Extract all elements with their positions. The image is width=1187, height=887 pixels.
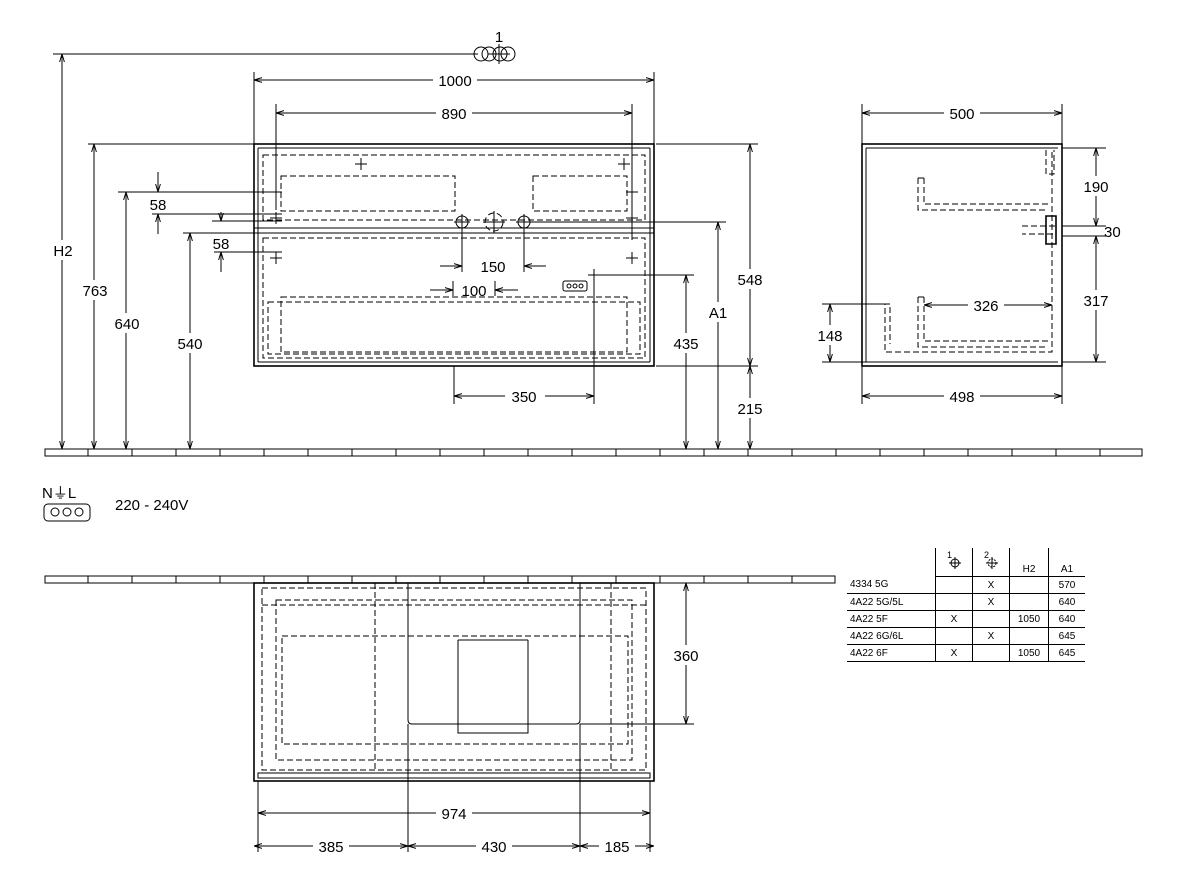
header-a1: A1	[1048, 548, 1085, 577]
connection-1-icon: 1	[947, 550, 961, 569]
table-row: 4A22 5F X 1050 640	[847, 610, 1085, 628]
top-cabinet	[253, 582, 655, 806]
dim-548: 548	[737, 272, 762, 289]
dim-435: 435	[673, 336, 698, 353]
marker-1-symbol: 1	[473, 29, 516, 64]
row-model: 4A22 5F	[847, 610, 936, 628]
row-c2	[972, 610, 1010, 628]
row-h2: 1050	[1009, 644, 1049, 662]
side-cabinet	[861, 143, 1063, 367]
row-c2: X	[972, 593, 1010, 611]
row-c1	[935, 576, 973, 594]
row-a1: 645	[1048, 627, 1085, 645]
header-connection-1: 1	[935, 548, 973, 577]
dim-350: 350	[511, 389, 536, 406]
connection-2-icon: 2	[984, 550, 998, 569]
row-c1: X	[935, 644, 973, 662]
dim-974: 974	[441, 806, 466, 823]
water-connection-icons	[454, 211, 532, 233]
socket-icon	[562, 280, 588, 292]
spec-table-header: 1 2 H2 A1	[847, 548, 1085, 577]
marker-1-label: 1	[495, 29, 503, 46]
dim-1000: 1000	[438, 73, 471, 90]
table-row: 4334 5G X 570	[847, 576, 1085, 594]
table-row: 4A22 6F X 1050 645	[847, 644, 1085, 662]
electrical-symbol: N⏚L 220 - 240V	[42, 485, 188, 522]
dim-540: 540	[177, 336, 202, 353]
side-dimensions: 500 498 190 30 317 148 326	[815, 104, 1121, 406]
dim-215: 215	[737, 401, 762, 418]
svg-text:1: 1	[947, 550, 952, 560]
dim-890: 890	[441, 106, 466, 123]
dim-148: 148	[817, 328, 842, 345]
dim-498: 498	[949, 389, 974, 406]
dim-640: 640	[114, 316, 139, 333]
dim-a1: A1	[709, 305, 727, 322]
dim-185: 185	[604, 839, 629, 856]
dim-500: 500	[949, 106, 974, 123]
row-h2	[1009, 593, 1049, 611]
row-h2	[1009, 576, 1049, 594]
row-c1	[935, 627, 973, 645]
dim-30: 30	[1104, 224, 1121, 241]
svg-text:2: 2	[984, 550, 989, 560]
table-row: 4A22 5G/5L X 640	[847, 593, 1085, 611]
top-dimensions: 360 974 385 430 185	[254, 583, 702, 856]
row-c1: X	[935, 610, 973, 628]
row-model: 4A22 6G/6L	[847, 627, 936, 645]
dim-58-top: 58	[150, 197, 167, 214]
row-c2: X	[972, 576, 1010, 594]
row-a1: 570	[1048, 576, 1085, 594]
row-a1: 645	[1048, 644, 1085, 662]
dim-385: 385	[318, 839, 343, 856]
dim-430: 430	[481, 839, 506, 856]
row-c1	[935, 593, 973, 611]
dim-317: 317	[1083, 293, 1108, 310]
header-blank	[847, 548, 936, 577]
dim-100: 100	[461, 283, 486, 300]
floor-line	[44, 448, 1143, 457]
row-h2	[1009, 627, 1049, 645]
voltage-label: 220 - 240V	[115, 497, 188, 514]
spec-table: 1 2 H2 A1 4334 5G X 570 4A22 5G/5L X 640…	[847, 548, 1085, 662]
dim-h2: H2	[53, 243, 72, 260]
row-a1: 640	[1048, 593, 1085, 611]
front-dimensions: H2 763 640 540 58 58 1000	[50, 53, 765, 449]
header-connection-2: 2	[972, 548, 1010, 577]
row-model: 4A22 6F	[847, 644, 936, 662]
dim-326: 326	[973, 298, 998, 315]
wall-line	[44, 575, 836, 584]
row-model: 4A22 5G/5L	[847, 593, 936, 611]
dim-190: 190	[1083, 179, 1108, 196]
dim-150: 150	[480, 259, 505, 276]
row-h2: 1050	[1009, 610, 1049, 628]
table-row: 4A22 6G/6L X 645	[847, 627, 1085, 645]
dim-58-bottom: 58	[213, 236, 230, 253]
front-cabinet	[253, 143, 655, 367]
dim-763: 763	[82, 283, 107, 300]
nel-label: N⏚L	[42, 485, 76, 502]
header-h2: H2	[1009, 548, 1049, 577]
row-model: 4334 5G	[847, 576, 936, 594]
row-a1: 640	[1048, 610, 1085, 628]
row-c2: X	[972, 627, 1010, 645]
row-c2	[972, 644, 1010, 662]
dim-360: 360	[673, 648, 698, 665]
